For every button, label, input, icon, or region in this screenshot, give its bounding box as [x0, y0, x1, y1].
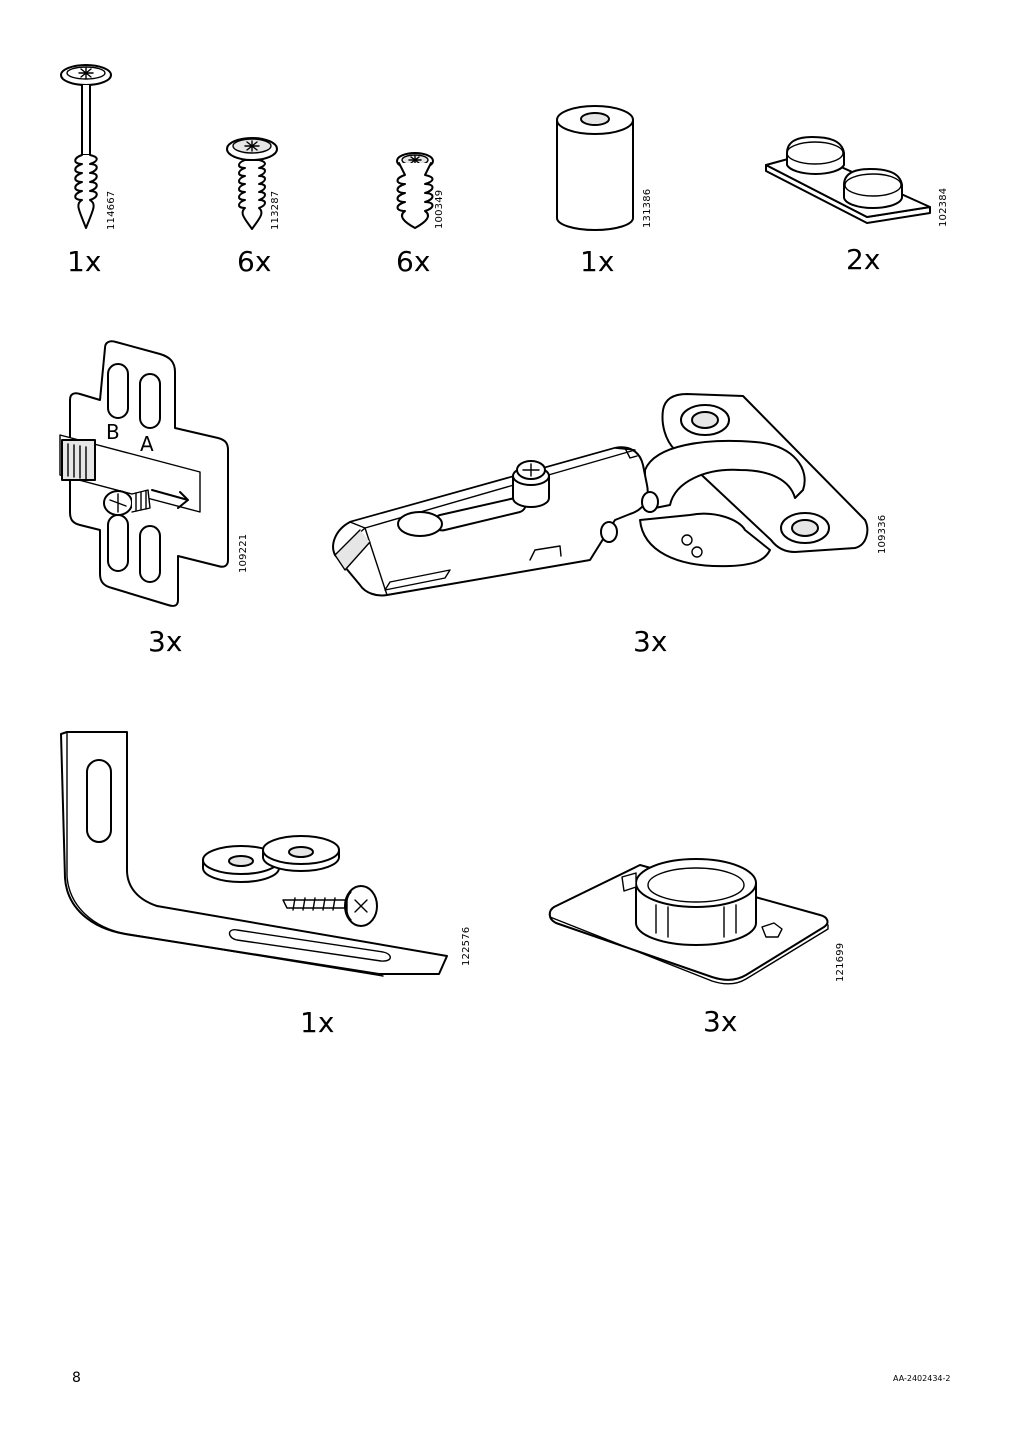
part-code: 131386: [642, 188, 653, 228]
quantity-label: 6x: [396, 245, 431, 278]
quantity-label: 6x: [237, 245, 272, 278]
part-bumper-pads: 102384 2x: [762, 135, 962, 290]
quantity-label: 3x: [703, 1005, 738, 1038]
screw-a-illustration: [226, 137, 278, 230]
hinge-illustration: [332, 393, 869, 597]
part-code: 109336: [877, 514, 888, 554]
part-mounting-plate: B A 109221 3x: [59, 340, 260, 670]
quantity-label: 3x: [633, 625, 668, 658]
mounting-plate-illustration: [59, 340, 229, 607]
part-code: 122576: [461, 926, 472, 966]
ring-plate-illustration: [548, 858, 829, 985]
page-number: 8: [72, 1370, 81, 1386]
part-long-screw: 114667 1x: [55, 60, 135, 290]
part-code: 121699: [835, 942, 846, 982]
quantity-label: 1x: [580, 245, 615, 278]
plate-letter-b: B: [106, 420, 120, 444]
quantity-label: 1x: [67, 245, 102, 278]
quantity-label: 1x: [300, 1006, 335, 1039]
part-code: 100349: [434, 189, 445, 229]
part-cylinder-spacer: 131386 1x: [555, 100, 665, 290]
document-id: AA-2402434-2: [893, 1374, 951, 1383]
bumper-pads-illustration: [765, 136, 931, 224]
quantity-label: 2x: [846, 243, 881, 276]
part-code: 102384: [938, 187, 949, 227]
part-screw-a: 113287 6x: [225, 135, 305, 290]
part-hinge: 109336 3x: [325, 390, 900, 670]
l-bracket-illustration: [60, 731, 448, 977]
part-code: 114667: [106, 190, 117, 230]
long-screw-illustration: [60, 64, 112, 229]
part-screw-b: 100349 6x: [390, 150, 470, 290]
part-ring-plate: 121699 3x: [548, 845, 858, 1050]
screw-b-illustration: [396, 152, 434, 229]
cylinder-spacer-illustration: [556, 105, 634, 231]
plate-letter-a: A: [140, 432, 154, 456]
quantity-label: 3x: [148, 625, 183, 658]
part-l-bracket: 122576 1x: [55, 730, 485, 1050]
part-code: 109221: [238, 533, 249, 573]
part-code: 113287: [270, 190, 281, 230]
